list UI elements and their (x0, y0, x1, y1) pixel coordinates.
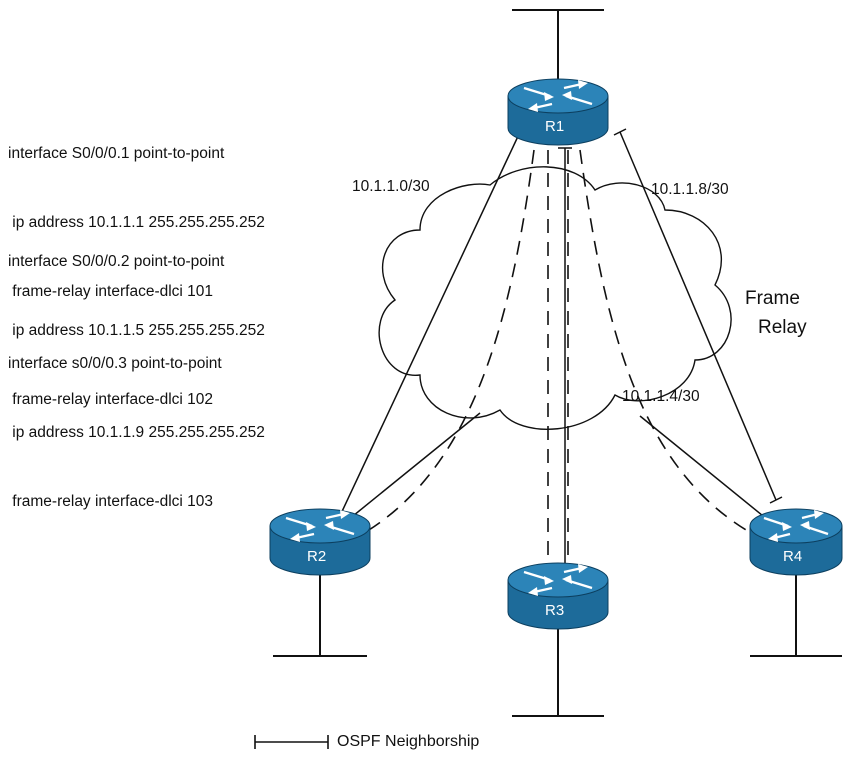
router-r4-arrows-icon (763, 510, 829, 542)
router-r4[interactable] (749, 508, 843, 576)
ospf-r1-r2 (337, 131, 521, 521)
config-block-3: interface s0/0/0.3 point-to-point ip add… (8, 306, 265, 559)
router-r3[interactable] (507, 562, 609, 630)
router-r2-top (269, 508, 371, 544)
frame-relay-label-line2: Relay (758, 317, 807, 338)
router-r2[interactable] (269, 508, 371, 576)
config-line: interface S0/0/0.2 point-to-point (8, 253, 225, 270)
config-line: interface S0/0/0.1 point-to-point (8, 145, 225, 162)
r4-physical-link (639, 415, 769, 521)
router-r1[interactable] (507, 78, 609, 146)
ospf-r1-r4-cap-top (613, 128, 627, 136)
config-line: ip address 10.1.1.1 255.255.255.252 (8, 214, 265, 231)
r2-physical-link (347, 412, 481, 521)
config-line: frame-relay interface-dlci 101 (8, 283, 214, 300)
config-block-1: interface S0/0/0.1 point-to-point ip add… (8, 96, 265, 349)
router-r1-label: R1 (545, 118, 565, 135)
router-r3-top (507, 562, 609, 598)
router-r4-label: R4 (783, 548, 803, 565)
router-r4-top (749, 508, 843, 544)
frame-relay-cloud (378, 166, 732, 430)
config-line: frame-relay interface-dlci 103 (8, 493, 214, 510)
router-r3-label: R3 (545, 602, 565, 619)
config-line: frame-relay interface-dlci 102 (8, 391, 214, 408)
router-r1-arrows-icon (523, 80, 593, 112)
lan-segments (273, 9, 842, 717)
router-r2-label: R2 (307, 548, 327, 565)
frame-relay-label-line1: Frame (745, 288, 800, 309)
router-r3-arrows-icon (523, 564, 593, 596)
subnet-r1-r4-label: 10.1.1.8/30 (651, 181, 729, 198)
ospf-r1-r4-cap-bottom (769, 496, 783, 504)
config-line: ip address 10.1.1.5 255.255.255.252 (8, 322, 265, 339)
config-line: ip address 10.1.1.9 255.255.255.252 (8, 424, 265, 441)
physical-links (347, 412, 769, 521)
subnet-r1-r3-label: 10.1.1.4/30 (622, 388, 700, 405)
pvc-r1-r4 (579, 149, 769, 543)
ospf-r1-r4 (619, 131, 777, 501)
legend-ospf-symbol (254, 735, 329, 749)
pvc-dashed-links (347, 149, 769, 578)
pvc-r1-r2 (347, 149, 535, 543)
subnet-r1-r2-label: 10.1.1.0/30 (352, 178, 430, 195)
router-r2-arrows-icon (285, 510, 355, 542)
config-line: interface s0/0/0.3 point-to-point (8, 355, 222, 372)
router-r1-top (507, 78, 609, 114)
legend-label: OSPF Neighborship (337, 733, 480, 750)
config-block-2: interface S0/0/0.2 point-to-point ip add… (8, 204, 265, 457)
